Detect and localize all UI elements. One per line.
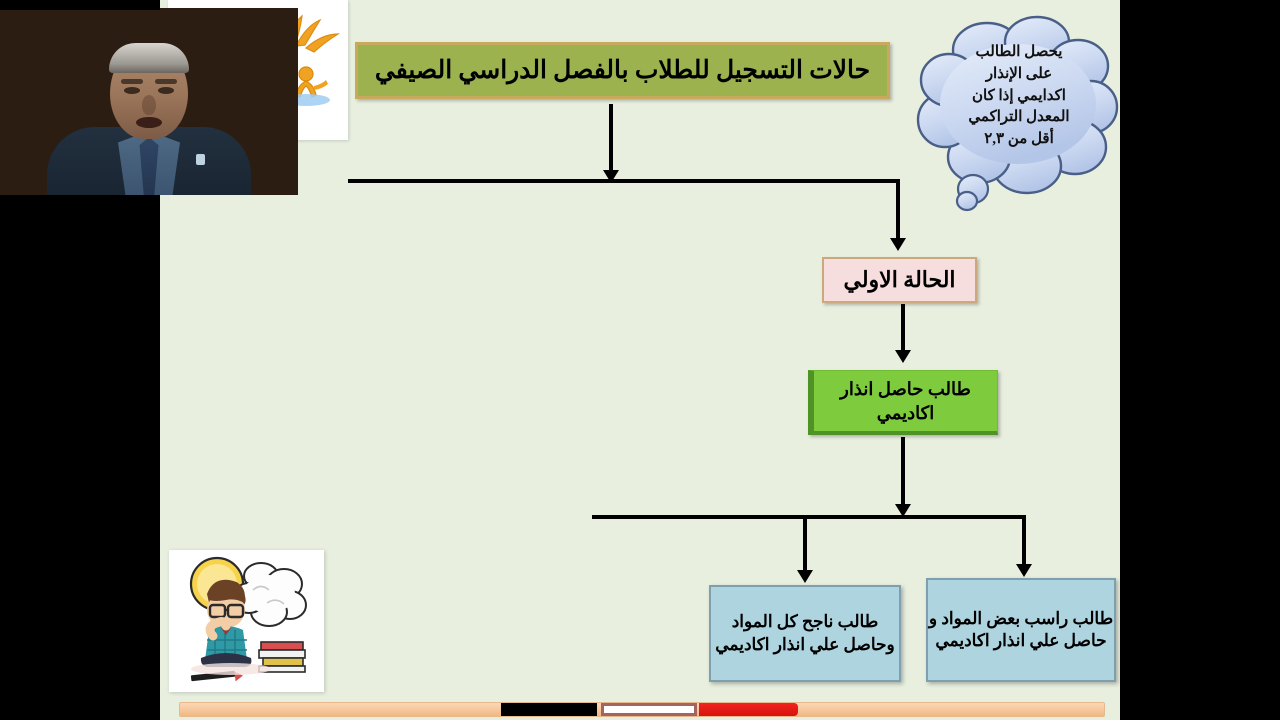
- presenter-mouth: [136, 117, 162, 128]
- arrowhead-failed: [1016, 564, 1032, 577]
- presenter-eye-right: [158, 87, 174, 94]
- thought-bubble: يحصل الطالب على الإنذار اكدايمي إذا كان …: [915, 12, 1120, 212]
- thought-bubble-line: المعدل التراكمي: [968, 109, 1070, 126]
- arrowhead-warning: [895, 350, 911, 363]
- progress-segment-black: [501, 703, 597, 716]
- thought-bubble-line: على الإنذار: [985, 65, 1053, 82]
- arrowhead-case-one: [890, 238, 906, 251]
- connector-bus-top: [348, 179, 899, 183]
- thought-bubble-line: أقل من ٢,٣: [984, 131, 1054, 147]
- presenter-figure: [44, 43, 254, 195]
- arrowhead-passed: [797, 570, 813, 583]
- presenter-hair: [109, 43, 189, 73]
- thought-bubble-icon: [916, 15, 1119, 212]
- presenter-eyebrow-left: [121, 79, 143, 84]
- connector-bus-to-case-one: [896, 179, 900, 241]
- node-case-one[interactable]: الحالة الاولي: [822, 257, 977, 303]
- presenter-eyebrow-right: [155, 79, 177, 84]
- connector-bus-to-failed: [1022, 515, 1026, 570]
- node-student-with-warning-label: طالب حاصل انذار اكاديمي: [840, 378, 971, 423]
- progress-bar[interactable]: [179, 702, 1105, 717]
- letterbox-bottom-left: [0, 195, 160, 720]
- presenter-lapel-pin: [196, 154, 205, 165]
- presenter-eye-left: [124, 87, 140, 94]
- arrowhead-warning-down: [895, 504, 911, 517]
- presentation-slide: حالات التسجيل للطلاب بالفصل الدراسي الصي…: [0, 0, 1120, 720]
- connector-title-down: [609, 104, 613, 174]
- letterbox-right: [1120, 0, 1280, 720]
- node-passed-all-subjects-label: طالب ناجح كل المواد وحاصل علي انذار اكاد…: [715, 612, 895, 654]
- progress-segment-white: [601, 703, 697, 716]
- thought-bubble-text: يحصل الطالب على الإنذار اكدايمي إذا كان …: [935, 42, 1103, 151]
- connector-warning-down: [901, 437, 905, 509]
- node-passed-all-subjects[interactable]: طالب ناجح كل المواد وحاصل علي انذار اكاد…: [709, 585, 901, 682]
- presenter-head: [109, 43, 189, 139]
- presenter-tie: [139, 137, 159, 195]
- connector-bus-to-passed: [803, 515, 807, 575]
- presenter-webcam[interactable]: [0, 8, 298, 195]
- thinking-boy-clipart: [169, 550, 324, 692]
- connector-bus-bottom: [592, 515, 1026, 519]
- connector-case-one-to-warning: [901, 304, 905, 354]
- node-failed-some-subjects[interactable]: طالب راسب بعض المواد و حاصل علي انذار اك…: [926, 578, 1116, 682]
- node-case-one-label: الحالة الاولي: [843, 267, 956, 292]
- thought-bubble-line: اكدايمي إذا كان: [972, 87, 1066, 104]
- node-failed-some-subjects-label: طالب راسب بعض المواد و حاصل علي انذار اك…: [928, 608, 1114, 650]
- letterbox-top-left: [0, 0, 160, 10]
- slide-title-box: حالات التسجيل للطلاب بالفصل الدراسي الصي…: [355, 42, 890, 99]
- thinking-boy-icon: [169, 550, 324, 692]
- progress-segment-red: [699, 703, 798, 716]
- thought-bubble-line: يحصل الطالب: [975, 44, 1063, 60]
- node-student-with-warning[interactable]: طالب حاصل انذار اكاديمي: [808, 370, 998, 435]
- slide-title-text: حالات التسجيل للطلاب بالفصل الدراسي الصي…: [374, 57, 871, 84]
- presenter-nose: [142, 95, 156, 115]
